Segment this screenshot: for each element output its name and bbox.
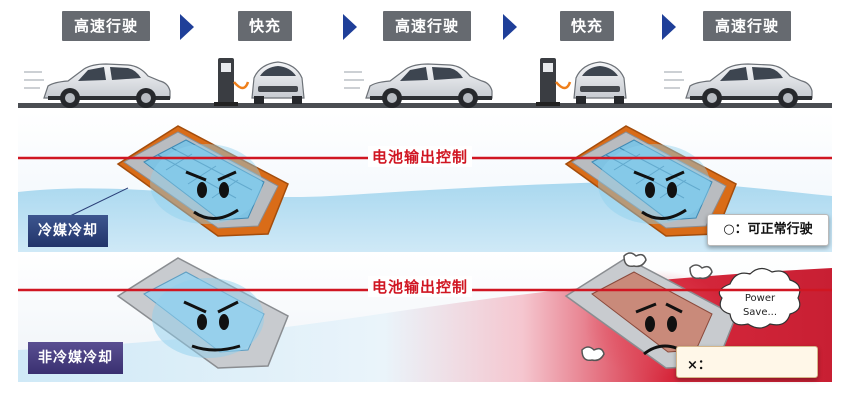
result-ng-box: ×： — [676, 346, 818, 378]
output-limit-label: 电池输出控制 — [368, 276, 473, 297]
speed-lines — [24, 71, 684, 89]
output-limit-label: 电池输出控制 — [368, 146, 473, 167]
road-scene — [18, 56, 832, 109]
charger-icon — [534, 56, 572, 108]
step-label-fast-charge-2: 快充 — [560, 11, 614, 41]
battery-cool-icon-1 — [117, 125, 289, 237]
car-charging-icon — [251, 61, 305, 105]
chevron-right-icon — [180, 14, 194, 40]
chevron-right-icon — [503, 14, 517, 40]
result-ng-label: ×： — [687, 358, 711, 373]
step-label-highway-1: 高速行驶 — [62, 11, 150, 41]
step-label-fast-charge-1: 快充 — [238, 11, 292, 41]
car-driving-icon — [43, 63, 171, 109]
coolant-cooling-tag: 冷媒冷却 — [28, 215, 108, 247]
result-ok-box: ○：可正常行驶 — [707, 214, 829, 246]
car-charging-icon — [573, 61, 627, 105]
battery-warm-icon — [116, 257, 289, 369]
steam-icon — [581, 252, 713, 362]
speech-bubble — [718, 267, 801, 329]
car-driving-icon — [685, 63, 813, 109]
chevron-right-icon — [343, 14, 357, 40]
car-driving-icon — [365, 63, 493, 109]
charger-icon — [212, 56, 250, 108]
step-label-highway-2: 高速行驶 — [383, 11, 471, 41]
speech-bubble-text: Power Save... — [742, 293, 778, 318]
step-label-highway-3: 高速行驶 — [703, 11, 791, 41]
battery-cool-icon-2 — [565, 125, 737, 237]
non-coolant-cooling-tag: 非冷媒冷却 — [28, 342, 123, 374]
top-panel — [18, 112, 832, 252]
chevron-right-icon — [662, 14, 676, 40]
